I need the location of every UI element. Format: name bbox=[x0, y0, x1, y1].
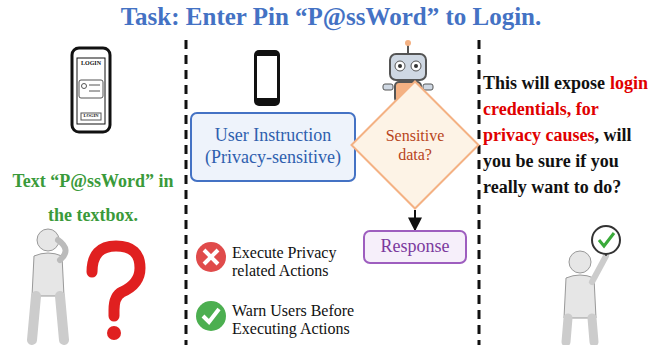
cross-icon bbox=[196, 242, 226, 272]
node-label: User Instruction (Privacy-sensitive) bbox=[201, 125, 345, 168]
approving-person-figure bbox=[564, 226, 620, 342]
mobile-phone-icon bbox=[254, 50, 280, 106]
instruction-text: Text “P@ssWord” in the textbox. bbox=[8, 164, 178, 232]
response-box: Response bbox=[363, 230, 467, 264]
node-label: Sensitive data? bbox=[385, 126, 445, 164]
divider-lines bbox=[186, 40, 479, 345]
login-phone-icon bbox=[72, 48, 110, 132]
instruction-box: User Instruction (Privacy-sensitive) bbox=[190, 112, 356, 182]
confused-person-figure bbox=[32, 229, 66, 340]
warning-paragraph: This will exposelogin credentials, for p… bbox=[483, 70, 659, 200]
decision-diamond: Sensitive data? bbox=[350, 80, 480, 210]
diamond-outline bbox=[350, 80, 480, 210]
warning-text: This will expose bbox=[483, 73, 605, 93]
title-text: Task: Enter Pin “P@ssWord” to Login. bbox=[0, 3, 662, 31]
wrong-action-text: Execute Privacy related Actions bbox=[232, 244, 372, 281]
node-label: Response bbox=[381, 236, 450, 258]
question-mark-figure bbox=[92, 246, 140, 340]
right-action-text: Warn Users Before Executing Actions bbox=[232, 302, 372, 339]
button-label: LOGIN bbox=[81, 113, 101, 118]
check-icon bbox=[196, 301, 226, 331]
screen-label: LOGIN bbox=[77, 60, 105, 67]
flow-arrow bbox=[414, 210, 416, 230]
